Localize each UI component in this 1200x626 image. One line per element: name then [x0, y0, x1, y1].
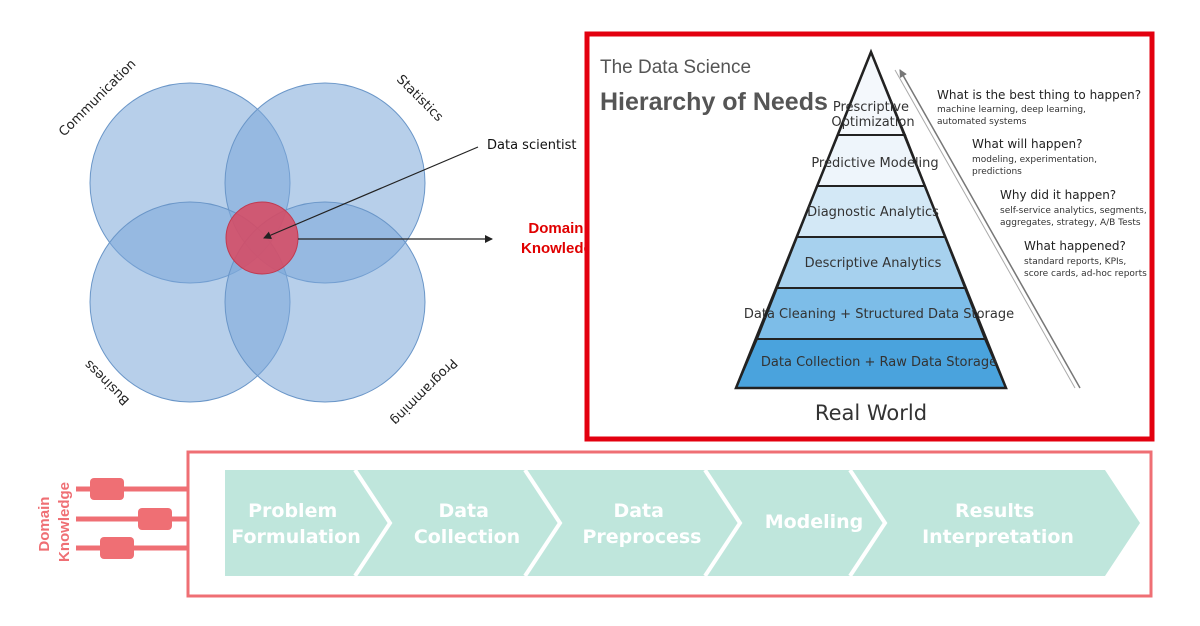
- question-3-detail-1: self-service analytics, segments,: [1000, 206, 1147, 216]
- question-1: What is the best thing to happen? machin…: [937, 88, 1141, 127]
- step-label-problem-formulation: Problem Formulation: [231, 500, 360, 548]
- step-separators: [353, 468, 888, 578]
- layer-label-descriptive: Descriptive Analytics: [805, 256, 942, 271]
- hierarchy-title-line1: The Data Science: [600, 57, 751, 78]
- step-label-results-interpretation: Results Interpretation: [922, 500, 1074, 548]
- hierarchy-title-line2: Hierarchy of Needs: [600, 88, 828, 116]
- step-data-preprocess: [525, 470, 740, 576]
- step-results-interpretation: [850, 470, 1140, 576]
- layer-label-data-cleaning: Data Cleaning + Structured Data Storage: [744, 307, 1014, 322]
- connector-3: [100, 537, 134, 559]
- step-label-data-preprocess: Data Preprocess: [583, 500, 702, 548]
- data-scientist-label: Data scientist: [487, 138, 577, 153]
- real-world-label: Real World: [815, 401, 927, 425]
- domain-knowledge-word-2: Knowledge: [521, 240, 601, 257]
- layer-label-diagnostic: Diagnostic Analytics: [807, 205, 939, 220]
- venn-diagram: Communication Statistics Business Progra…: [56, 57, 576, 428]
- hierarchy-side-arrow-shadow: [894, 69, 1076, 389]
- question-2: What will happen? modeling, experimentat…: [972, 137, 1097, 177]
- step-modeling: [705, 470, 885, 576]
- question-3-title: Why did it happen?: [1000, 188, 1116, 202]
- step-label-data-collection: Data Collection: [414, 500, 520, 548]
- question-2-detail-1: modeling, experimentation,: [972, 155, 1097, 165]
- pipeline-panel: Domain Knowledge Problem Formulation Dat…: [36, 450, 1153, 598]
- label-statistics: Statistics: [393, 72, 446, 125]
- step-problem-formulation: [225, 470, 390, 576]
- connector-1: [90, 478, 124, 500]
- connector-2: [138, 508, 172, 530]
- question-2-title: What will happen?: [972, 137, 1083, 151]
- question-4: What happened? standard reports, KPIs, s…: [1024, 239, 1147, 279]
- layer-label-predictive: Predictive Modeling: [811, 156, 938, 171]
- data-scientist-circle: [225, 201, 299, 275]
- question-3-detail-2: aggregates, strategy, A/B Tests: [1000, 218, 1141, 228]
- layer-label-data-collection: Data Collection + Raw Data Storage: [761, 355, 997, 370]
- domain-knowledge-word-1: Domain: [528, 220, 583, 237]
- layer-label-prescriptive: Prescriptive Optimization: [831, 100, 914, 130]
- hierarchy-panel: The Data Science Hierarchy of Needs Pres…: [584, 31, 1155, 442]
- step-label-modeling: Modeling: [765, 511, 864, 533]
- question-1-detail-2: automated systems: [937, 117, 1027, 127]
- question-4-detail-1: standard reports, KPIs,: [1024, 257, 1126, 267]
- data-scientist-pointer: [263, 146, 479, 239]
- step-data-collection: [355, 470, 560, 576]
- connector-icons: [76, 478, 188, 559]
- pyramid-outline: [734, 48, 1008, 390]
- question-3: Why did it happen? self-service analytic…: [1000, 188, 1147, 228]
- hierarchy-side-arrow: [899, 69, 1081, 389]
- domain-knowledge-label: Domain Knowledge: [521, 220, 601, 257]
- question-1-title: What is the best thing to happen?: [937, 88, 1141, 102]
- question-4-detail-2: score cards, ad-hoc reports: [1024, 269, 1147, 279]
- question-4-title: What happened?: [1024, 239, 1126, 253]
- pipeline-domain-knowledge-label: Domain Knowledge: [36, 482, 73, 562]
- question-2-detail-2: predictions: [972, 167, 1022, 177]
- question-1-detail-1: machine learning, deep learning,: [937, 105, 1086, 115]
